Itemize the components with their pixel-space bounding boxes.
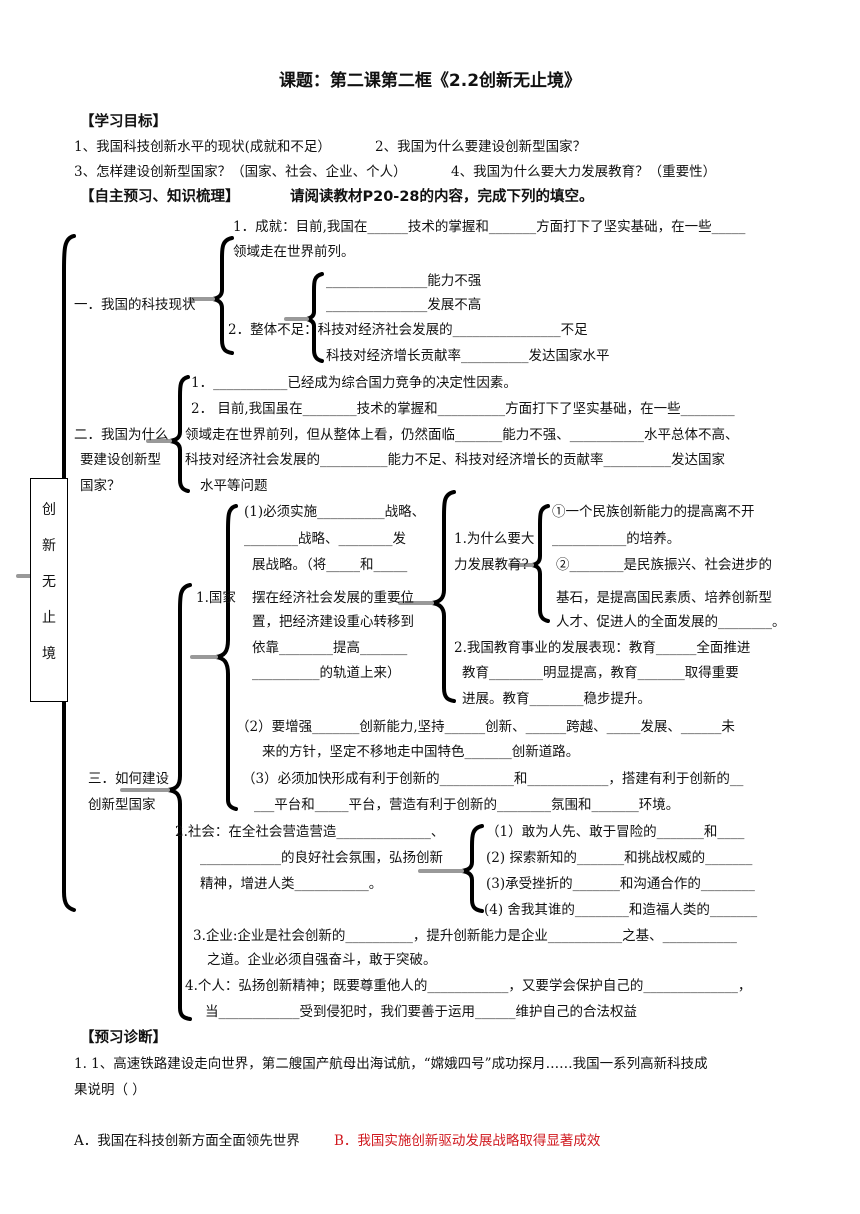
state-strategy: ________战略、________发 (244, 531, 406, 547)
topic-char: 新 (42, 538, 56, 554)
enterprise-line: 3.企业:企业是社会创新的__________，提升创新能力是企业_______… (193, 928, 737, 944)
education-reason: ②________是民族振兴、社会进步的 (556, 557, 772, 573)
state-strategy: 置，把经济建设重心转移到 (252, 614, 414, 630)
state-innovation: （2）要增强_______创新能力,坚持______创新、______跨越、__… (236, 719, 735, 735)
state-label: 1.国家 (196, 590, 236, 606)
deficiency-item: 2．整体不足：科技对经济社会发展的________________不足 (228, 322, 588, 338)
achievement-line: 1．成就：目前,我国在______技术的掌握和_______方面打下了坚实基础，… (233, 219, 746, 235)
state-strategy: __________的轨道上来） (252, 665, 401, 681)
section2-label: 国家？ (80, 478, 121, 494)
option-b: B．我国实施创新驱动发展战略取得显著成效 (334, 1133, 601, 1149)
section2-label: 二．我国为什么 (74, 427, 169, 443)
deficiency-item: 科技对经济增长贡献率__________发达国家水平 (326, 348, 610, 364)
section3-label: 创新型国家 (88, 797, 156, 813)
reason-line: 2． 目前,我国虽在________技术的掌握和__________方面打下了坚… (191, 401, 735, 417)
state-environment: ___平台和_____平台，营造有利于创新的________氛围和_______… (254, 797, 680, 813)
spirit-item: （1）敢为人先、敢于冒险的_______和____ (486, 824, 745, 840)
objective-3: 3、怎样建设创新型国家？（国家、社会、企业、个人） (74, 164, 407, 180)
spirit-item: (2) 探索新知的_______和挑战权威的_______ (486, 850, 753, 866)
individual-line: 当____________受到侵犯时，我们要善于运用______维护自己的合法权… (205, 1004, 637, 1020)
question-1: 1. 1、高速铁路建设走向世界，第二艘国产航母出海试航，“嫦娥四号”成功探月……… (74, 1056, 708, 1072)
education-progress: 2.我国教育事业的发展表现：教育______全面推进 (454, 640, 751, 656)
question-1-blank: 果说明（ ） (74, 1082, 146, 1098)
reason-line: 水平等问题 (200, 478, 268, 494)
spirit-item: (4) 舍我其谁的________和造福人类的_______ (484, 902, 758, 918)
education-why: 力发展教育? (454, 557, 529, 573)
education-reason: ①一个民族创新能力的提高离不开 (552, 504, 755, 520)
option-a: A．我国在科技创新方面全面领先世界 (74, 1133, 300, 1149)
topic-char: 止 (42, 610, 56, 626)
reason-line: 领域走在世界前列，但从整体上看，仍然面临_______能力不强、________… (185, 427, 739, 443)
objective-2: 2、我国为什么要建设创新型国家？ (375, 139, 587, 155)
deficiency-item: _______________发展不高 (326, 297, 482, 313)
topic-char: 境 (42, 646, 56, 662)
state-environment: （3）必须加快形成有利于创新的___________和____________，… (242, 771, 744, 787)
state-strategy: (1)必须实施__________战略、 (244, 504, 426, 520)
objectives-heading: 【学习目标】 (80, 114, 167, 130)
state-strategy: 摆在经济社会发展的重要位 (252, 590, 414, 606)
objective-1: 1、我国科技创新水平的现状(成就和不足） (74, 139, 331, 155)
individual-line: 4.个人：弘扬创新精神；既要尊重他人的____________，又要学会保护自己… (185, 978, 752, 994)
preview-instruction: 请阅读教材P20-28的内容，完成下列的填空。 (290, 189, 594, 205)
society-line: 精神，增进人类___________。 (200, 876, 383, 892)
objective-4: 4、我国为什么要大力发展教育？（重要性） (451, 164, 717, 180)
reason-line: 科技对经济社会发展的__________能力不足、科技对经济增长的贡献率____… (185, 452, 725, 468)
topic-char: 创 (42, 502, 56, 518)
achievement-line: 领域走在世界前列。 (233, 244, 355, 260)
education-reason: 人才、促进人的全面发展的________。 (556, 614, 786, 630)
state-innovation: 来的方针，坚定不移地走中国特色_______创新道路。 (262, 744, 580, 760)
section3-label: 三．如何建设 (88, 771, 169, 787)
enterprise-line: 之道。企业必须自强奋斗，敢于突破。 (207, 952, 437, 968)
education-reason: ___________的培养。 (552, 531, 681, 547)
section1-label: 一．我国的科技现状 (74, 297, 196, 313)
topic-char: 无 (42, 574, 56, 590)
education-progress: 进展。教育________稳步提升。 (462, 691, 651, 707)
society-line: ____________的良好社会氛围，弘扬创新 (200, 850, 443, 866)
deficiency-item: _______________能力不强 (326, 273, 482, 289)
education-reason: 基石，是提高国民素质、培养创新型 (556, 590, 772, 606)
page-title: 课题：第二课第二框《2.2创新无止境》 (278, 71, 582, 91)
reason-line: 1．___________已经成为综合国力竞争的决定性因素。 (191, 375, 517, 391)
spirit-item: (3)承受挫折的_______和沟通合作的________ (486, 876, 755, 892)
society-line: 2.社会：在全社会营造营造______________、 (175, 824, 445, 840)
state-strategy: 依靠________提高_______ (252, 640, 408, 656)
education-why: 1.为什么要大 (454, 531, 535, 547)
preview-heading: 【自主预习、知识梳理】 (80, 189, 240, 205)
diagnosis-heading: 【预习诊断】 (80, 1030, 167, 1046)
education-progress: 教育________明显提高，教育_______取得重要 (462, 665, 739, 681)
topic-box: 创 新 无 止 境 (30, 478, 68, 702)
section2-label: 要建设创新型 (80, 452, 161, 468)
state-strategy: 展战略。（将_____和_____ (252, 557, 408, 573)
